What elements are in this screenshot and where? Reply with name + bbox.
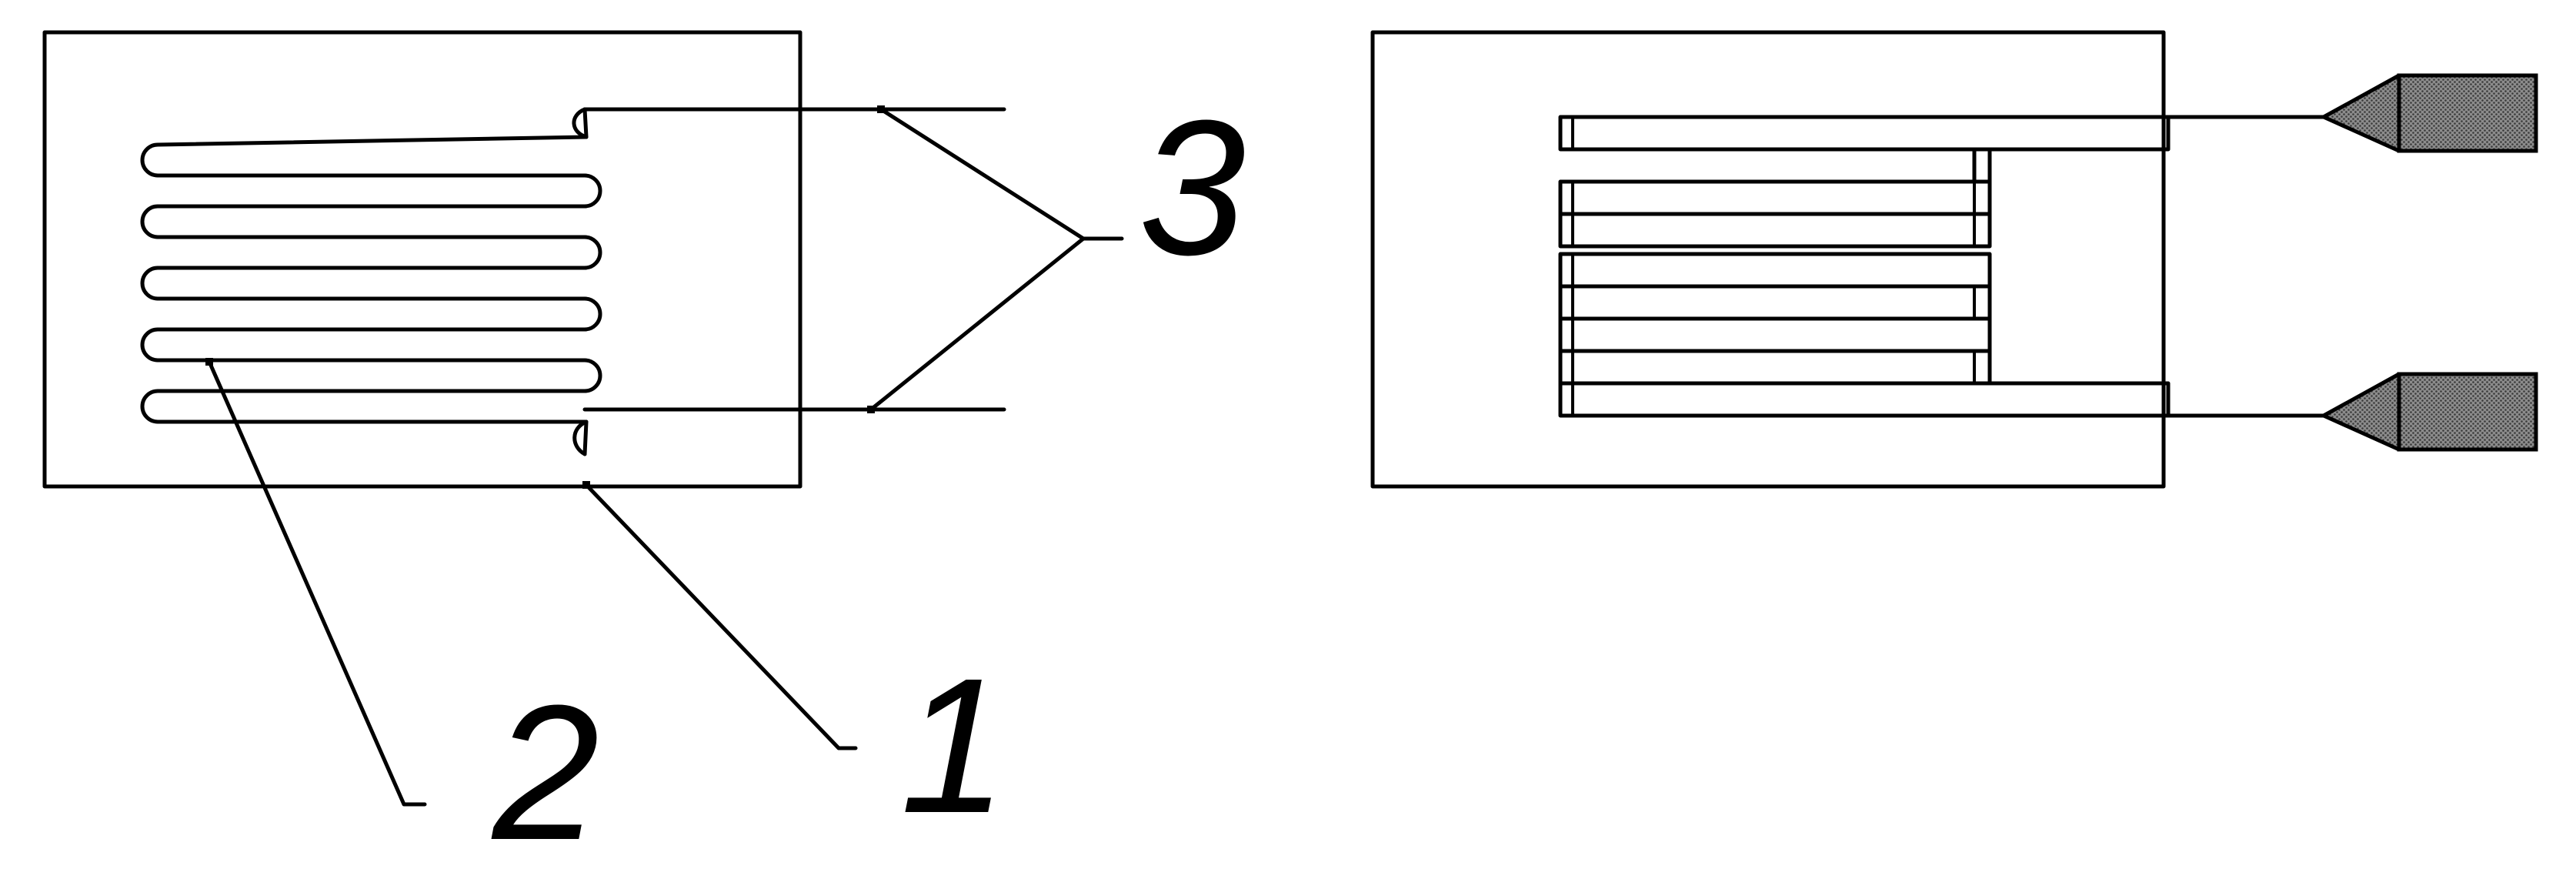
foil-strip xyxy=(1558,349,1992,386)
foil-strip xyxy=(1558,381,2171,418)
right-bottom-terminal xyxy=(2321,372,2538,452)
foil-strip xyxy=(1558,252,1992,289)
foil-strip xyxy=(1558,316,1992,353)
leader-3-bottom xyxy=(869,236,1086,412)
foil-strip xyxy=(1558,284,1992,321)
foil-strip xyxy=(1558,179,1992,216)
leader-1 xyxy=(584,483,858,750)
foil-strip xyxy=(1558,115,2171,152)
left-serpentine-grid xyxy=(140,107,602,456)
foil-strip xyxy=(1558,212,1992,249)
leader-2-dot xyxy=(205,358,213,366)
label-1: 1 xyxy=(900,638,1007,853)
right-gauge xyxy=(1370,30,2538,489)
left-gauge: 3 2 1 xyxy=(42,30,1246,880)
leader-3-top xyxy=(879,107,1124,241)
leader-1-dot xyxy=(582,481,590,489)
right-foil-grid xyxy=(1558,115,2171,418)
left-grid-top-notch xyxy=(582,107,589,139)
leader-2 xyxy=(207,359,427,807)
left-substrate xyxy=(42,30,802,489)
right-substrate xyxy=(1370,30,2166,489)
leader-3-bottom-dot xyxy=(867,406,875,413)
leader-3-top-dot xyxy=(877,105,885,113)
label-3: 3 xyxy=(1139,80,1246,295)
foil-end-tab xyxy=(1972,147,1992,184)
left-grid-bottom-notch xyxy=(582,419,589,456)
label-2: 2 xyxy=(491,665,599,880)
right-top-terminal xyxy=(2321,73,2538,153)
